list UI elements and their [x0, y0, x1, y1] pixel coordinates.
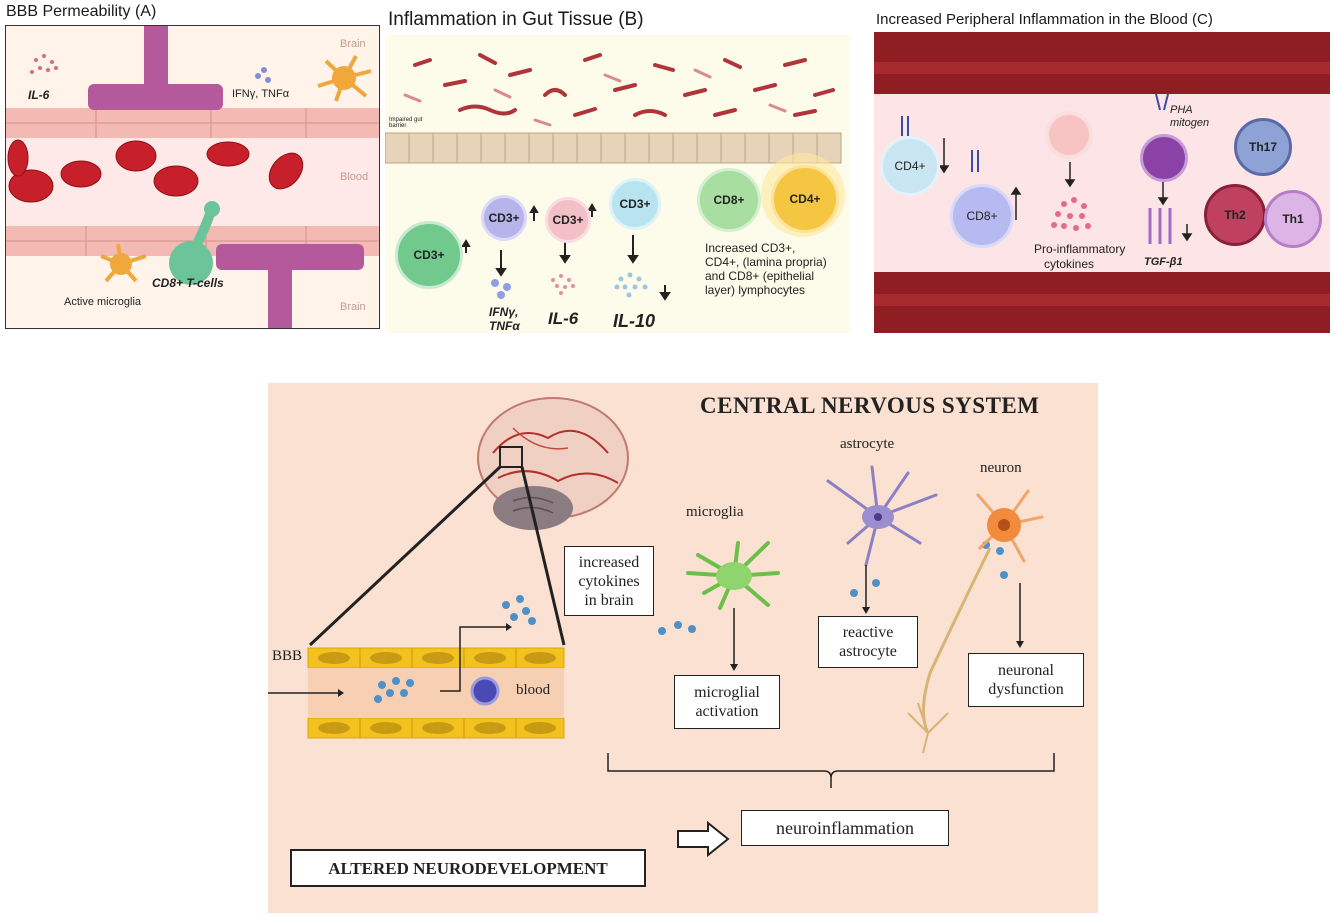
label-cd8-tcells: CD8+ T-cells	[152, 276, 224, 290]
cns-title: CENTRAL NERVOUS SYSTEM	[700, 393, 1040, 418]
box-microglial-line-1: microglial	[694, 684, 760, 701]
label-il6: IL-6	[28, 88, 50, 102]
box-reactive-line-2: astrocyte	[839, 643, 897, 660]
box-neuroinflammation: neuroinflammation	[741, 810, 949, 846]
panel-c-title: Increased Peripheral Inflammation in the…	[876, 11, 1213, 28]
cell-cd4-yellow: CD4+	[771, 165, 839, 233]
label-gut-desc-4: layer) lymphocytes	[705, 283, 806, 297]
cell-cd8-blood: CD8+	[950, 184, 1014, 248]
box-altered-neurodevelopment: ALTERED NEURODEVELOPMENT	[290, 849, 646, 887]
label-tnf: TNFα	[489, 319, 520, 333]
label-il6-gut: IL-6	[548, 309, 579, 328]
cns-panel: CENTRAL NERVOUS SYSTEM astrocyte neuron …	[268, 383, 1098, 913]
box-neuronal-dysfunction: neuronal dysfunction	[968, 653, 1084, 707]
cell-cd3-pink: CD3+	[545, 197, 591, 243]
label-gut-desc-1: Increased CD3+,	[705, 241, 796, 255]
label-tgf-b1: TGF-β1	[1144, 256, 1183, 268]
box-neuronal-line-1: neuronal	[998, 662, 1054, 679]
cell-cd4-blood: CD4+	[880, 136, 940, 196]
box-microglial-line-2: activation	[695, 703, 759, 720]
label-ifn: IFNγ,	[489, 305, 519, 319]
label-blood: Blood	[340, 171, 369, 183]
label-gut-desc-2: CD4+, (lamina propria)	[705, 255, 827, 269]
label-neuron: neuron	[980, 460, 1022, 476]
box-reactive-line-1: reactive	[842, 624, 894, 641]
cell-pha-mitogen	[1140, 134, 1188, 182]
label-brain-top: Brain	[340, 38, 366, 50]
label-mitogen: mitogen	[1170, 117, 1210, 129]
cns-illustration	[268, 397, 1055, 858]
panel-c-blood: CD4+ CD8+ Th17 Th2 Th1 Pro-inflammatory …	[874, 32, 1330, 333]
panel-b-title: Inflammation in Gut Tissue (B)	[388, 9, 644, 30]
label-active-microglia: Active microglia	[64, 296, 142, 308]
box-neuronal-line-2: dysfunction	[988, 681, 1064, 698]
panel-a-illustration	[6, 26, 379, 328]
label-ifn-tnf: IFNγ, TNFα	[232, 88, 290, 100]
label-pro-inflammatory: Pro-inflammatory	[1034, 242, 1126, 256]
cell-cd3-purple: CD3+	[481, 195, 527, 241]
box-cytokines-line-1: increased	[578, 553, 640, 571]
panel-a-bbb-permeability: Brain Blood Brain IL-6 IFNγ, TNFα CD8+ T…	[5, 25, 380, 329]
label-gut-desc-3: and CD8+ (epithelial	[705, 269, 815, 283]
label-microglia: microglia	[686, 504, 744, 520]
cell-th1: Th1	[1264, 190, 1322, 248]
cell-cd8-green: CD8+	[697, 168, 761, 232]
label-pha: PHA	[1170, 104, 1193, 116]
box-cytokines-line-2: cytokines	[578, 572, 640, 590]
panel-b-gut-tissue: Impaired gut barrier CD3+ CD3+ CD3+ CD3+…	[385, 35, 850, 333]
label-bbb: BBB	[272, 648, 303, 664]
box-cytokines-line-3: in brain	[584, 591, 634, 609]
panel-c-illustration	[874, 32, 1330, 333]
label-blood-cns: blood	[516, 682, 551, 698]
box-increased-cytokines: increased cytokines in brain	[564, 546, 654, 616]
box-reactive-astrocyte: reactive astrocyte	[818, 616, 918, 668]
panel-b-illustration	[385, 53, 845, 301]
cell-th17: Th17	[1234, 118, 1292, 176]
label-impaired-gut-barrier: Impaired gut barrier	[389, 117, 423, 129]
label-astrocyte: astrocyte	[840, 436, 895, 452]
label-il10: IL-10	[613, 311, 656, 331]
cell-cd3-blue: CD3+	[609, 178, 661, 230]
cell-th2: Th2	[1204, 184, 1266, 246]
label-brain-bottom: Brain	[340, 301, 366, 313]
label-cytokines: cytokines	[1044, 257, 1095, 271]
panel-a-title: BBB Permeability (A)	[6, 3, 157, 20]
box-microglial-activation: microglial activation	[674, 675, 780, 729]
cell-cd3-green: CD3+	[395, 221, 463, 289]
